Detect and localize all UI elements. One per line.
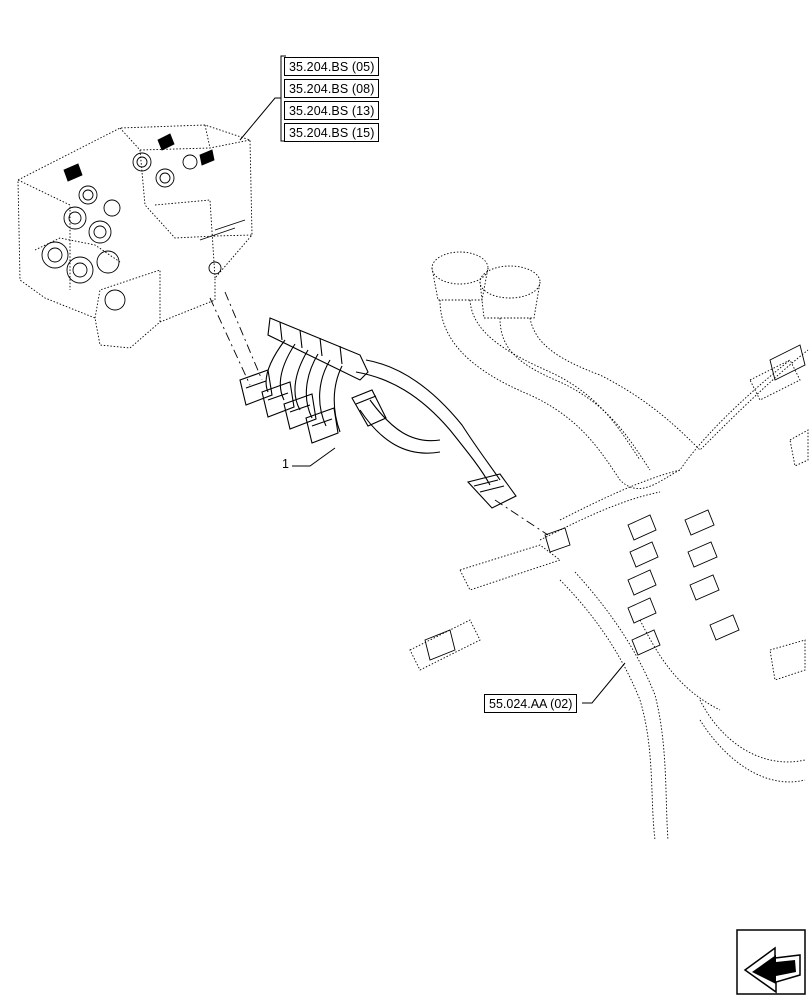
valve-ref-label[interactable]: 35.204.BS (13) — [284, 101, 380, 120]
valve-sub-harness — [239, 317, 517, 509]
main-harness — [409, 251, 809, 841]
main-harness-connectors — [424, 344, 806, 661]
valve-reference-stack: 35.204.BS (05) 35.204.BS (08) 35.204.BS … — [284, 57, 380, 145]
valve-block — [17, 124, 253, 349]
harness-ref-label[interactable]: 55.024.AA (02) — [484, 694, 578, 713]
harness-ref-leader — [582, 662, 626, 704]
valve-ports — [41, 133, 246, 311]
connection-dash-lines — [209, 291, 549, 536]
item-1-callout: 1 — [282, 457, 289, 471]
valve-ref-label[interactable]: 35.204.BS (15) — [284, 123, 380, 142]
valve-ref-label[interactable]: 35.204.BS (08) — [284, 79, 380, 98]
valve-leader-line — [239, 55, 286, 142]
view-direction-arrow-icon[interactable] — [736, 929, 806, 995]
valve-ref-label[interactable]: 35.204.BS (05) — [284, 57, 380, 76]
item-1-leader — [292, 447, 336, 467]
